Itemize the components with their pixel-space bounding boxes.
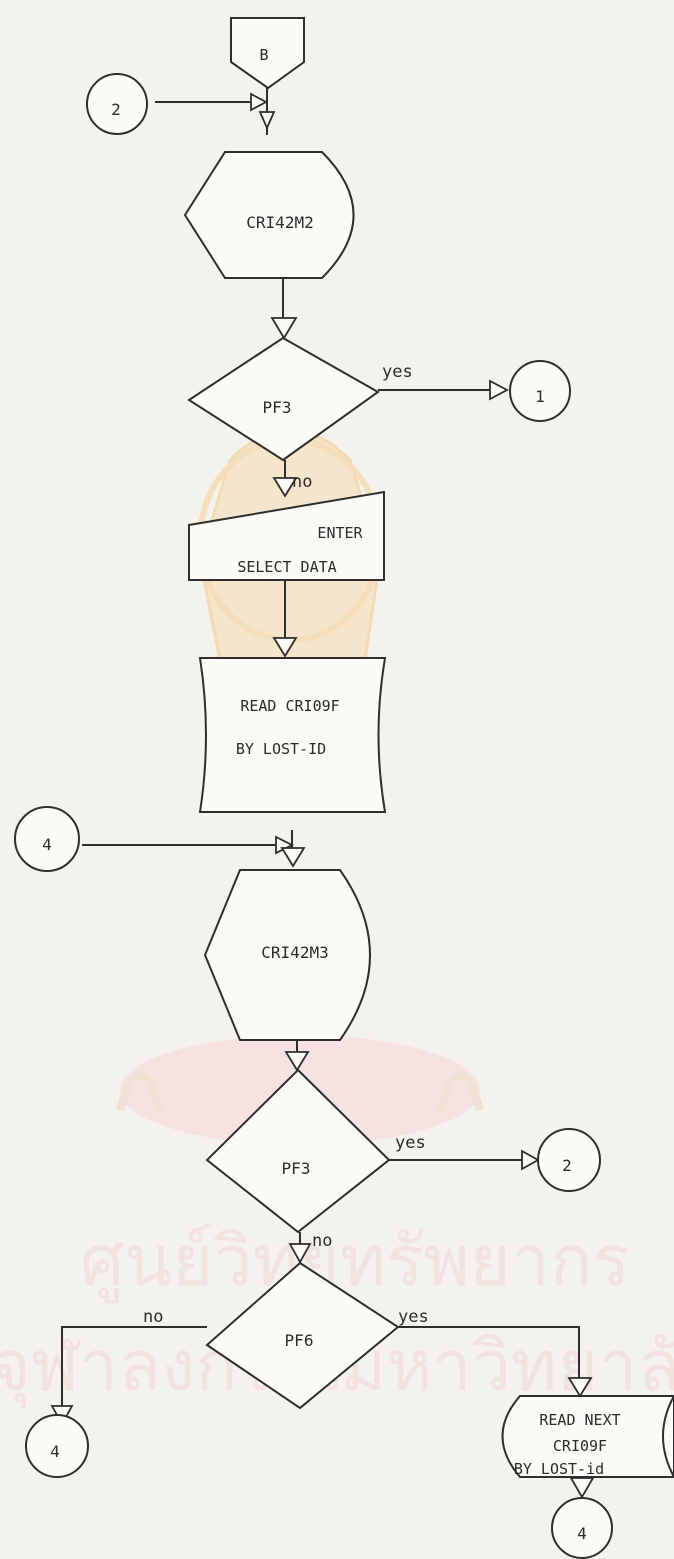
connector-2-out: 2 [537,1128,601,1192]
arrowhead [567,1377,593,1398]
decision-pf3-b: PF3 [205,1068,391,1234]
file-next-line3: BY LOST-id [514,1460,604,1478]
decision-pf3-b-no-label: no [312,1231,332,1251]
arrowhead [250,92,268,112]
file-read-cri09f: READ CRI09F BY LOST-ID [198,657,387,813]
arrowhead [270,317,298,340]
decision-pf6-label: PF6 [285,1331,314,1350]
file-read-next-cri09f: READ NEXT CRI09F BY LOST-id [501,1395,674,1478]
arrowhead [284,1051,310,1072]
file-read-line2: BY LOST-ID [236,740,326,758]
arrowhead [569,1477,595,1499]
connector-2-in: 2 [86,73,148,135]
decision-pf3-a-no-label: no [292,472,312,492]
arrowhead [258,111,276,131]
display-cri42m3-label: CRI42M3 [261,943,328,962]
input-enter-line2: SELECT DATA [237,558,336,576]
connector-4-out-bottom: 4 [551,1497,613,1559]
arrowhead [288,1243,312,1264]
display-cri42m3: CRI42M3 [203,869,371,1041]
arrowhead [280,847,306,868]
arrowhead [521,1149,540,1171]
connector-4-out-bottom-label: 4 [577,1524,587,1543]
arrowhead [272,637,298,658]
arrowheads [50,92,595,1499]
decision-pf6-yes-label: yes [398,1307,429,1327]
decision-pf6: PF6 [205,1261,400,1410]
display-cri42m2: CRI42M2 [183,151,355,279]
connector-2-in-label: 2 [111,100,121,119]
connector-1-out: 1 [509,360,571,422]
decision-pf3-b-label: PF3 [282,1159,311,1178]
connector-4-out-left-label: 4 [50,1442,60,1461]
connector-4-in: 4 [14,806,80,872]
watermark-text-line1: ศูนย์วิทยทรัพยากร [80,1220,630,1304]
file-next-line1: READ NEXT [539,1411,620,1429]
arrowhead [489,379,509,401]
connector-2-out-label: 2 [562,1156,572,1175]
decision-pf3-a-yes-label: yes [382,362,413,382]
display-cri42m2-label: CRI42M2 [246,213,313,232]
decision-pf6-no-label: no [143,1307,163,1327]
offpage-connector-b: B [230,17,305,90]
input-enter-select-data: ENTER SELECT DATA [188,490,385,581]
decision-pf3-a: PF3 [187,336,380,462]
file-next-line2: CRI09F [553,1437,607,1455]
decision-pf3-a-label: PF3 [263,398,292,417]
connector-1-out-label: 1 [535,387,545,406]
arrowhead [272,477,298,498]
connector-4-out-left: 4 [25,1414,89,1478]
input-enter-line1: ENTER [317,524,363,542]
offpage-connector-b-label: B [259,46,268,64]
connector-4-in-label: 4 [42,835,52,854]
decision-pf3-b-yes-label: yes [395,1133,426,1153]
file-read-line1: READ CRI09F [240,697,339,715]
